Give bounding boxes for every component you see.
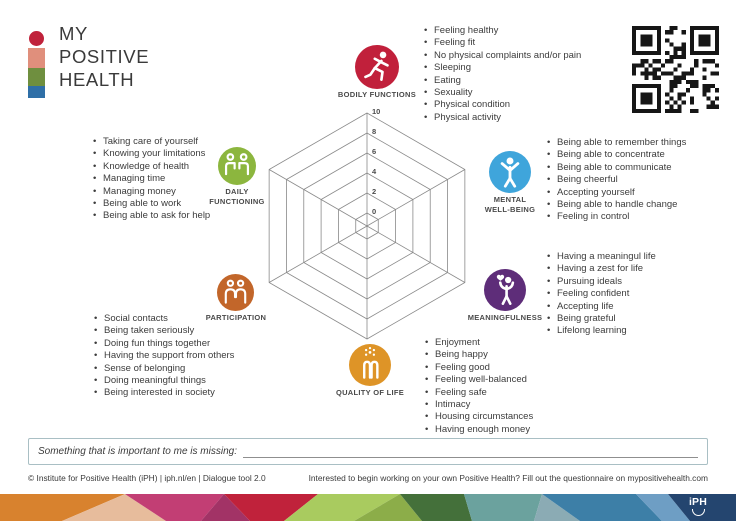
list-item: Being able to remember things bbox=[546, 137, 731, 150]
list-item: Pursuing ideals bbox=[546, 276, 711, 289]
list-item: Housing circumstances bbox=[424, 411, 589, 424]
bodily-functions-list: Feeling healthyFeeling fitNo physical co… bbox=[423, 25, 633, 125]
list-item: Sense of belonging bbox=[93, 363, 273, 376]
participation-circle bbox=[217, 274, 254, 311]
list-item: Feeling good bbox=[424, 362, 589, 375]
iph-logo-smile-icon bbox=[691, 509, 705, 516]
list-item: Feeling confident bbox=[546, 288, 711, 301]
list-item: Intimacy bbox=[424, 399, 589, 412]
list-item: Being cheerful bbox=[546, 174, 731, 187]
svg-text:6: 6 bbox=[372, 147, 376, 156]
list-item: Having enough money bbox=[424, 424, 589, 437]
list-item: Being able to ask for help bbox=[92, 210, 237, 223]
list-item: No physical complaints and/or pain bbox=[423, 50, 633, 63]
bodily-functions-circle bbox=[355, 45, 399, 89]
list-item: Taking care of yourself bbox=[92, 136, 237, 149]
svg-text:4: 4 bbox=[372, 167, 377, 176]
list-item: Having the support from others bbox=[93, 350, 273, 363]
list-item: Having a meaningul life bbox=[546, 251, 711, 264]
list-item: Feeling well-balanced bbox=[424, 374, 589, 387]
list-item: Being taken seriously bbox=[93, 325, 273, 338]
iph-logo: iPH bbox=[684, 497, 712, 516]
list-item: Feeling fit bbox=[423, 37, 633, 50]
quality-of-life-circle bbox=[349, 344, 391, 386]
missing-input-line[interactable] bbox=[242, 445, 698, 458]
missing-note-box: Something that is important to me is mis… bbox=[28, 438, 708, 465]
participation-list: Social contactsBeing taken seriouslyDoin… bbox=[93, 313, 273, 400]
daily-functioning-list: Taking care of yourselfKnowing your limi… bbox=[92, 136, 237, 223]
meaningfulness-circle bbox=[484, 269, 526, 311]
mental-wellbeing-label: MENTAL WELL-BEING bbox=[484, 195, 536, 214]
list-item: Managing money bbox=[92, 186, 237, 199]
list-item: Sleeping bbox=[423, 62, 633, 75]
list-item: Managing time bbox=[92, 173, 237, 186]
list-item: Feeling in control bbox=[546, 211, 731, 224]
list-item: Being interested in society bbox=[93, 387, 273, 400]
list-item: Knowledge of health bbox=[92, 161, 237, 174]
svg-text:2: 2 bbox=[372, 187, 376, 196]
logo-line-1: MY bbox=[59, 23, 88, 44]
logo-dot-icon bbox=[29, 31, 44, 46]
logo-line-3: HEALTH bbox=[59, 69, 135, 90]
footer-questionnaire-note: Interested to begin working on your own … bbox=[308, 473, 708, 483]
bodily-functions-label: BODILY FUNCTIONS bbox=[337, 90, 417, 99]
footer-copyright: © Institute for Positive Health (iPH) | … bbox=[28, 473, 266, 483]
qr-code bbox=[632, 26, 719, 113]
list-item: Feeling safe bbox=[424, 387, 589, 400]
list-item: Sexuality bbox=[423, 87, 633, 100]
list-item: Being able to handle change bbox=[546, 199, 731, 212]
logo-line-2: POSITIVE bbox=[59, 46, 150, 67]
list-item: Enjoyment bbox=[424, 337, 589, 350]
person-under-sun-icon bbox=[363, 346, 379, 379]
list-item: Feeling healthy bbox=[423, 25, 633, 38]
person-arms-raised-icon bbox=[500, 157, 520, 188]
list-item: Knowing your limitations bbox=[92, 148, 237, 161]
list-item: Being grateful bbox=[546, 313, 711, 326]
list-item: Social contacts bbox=[93, 313, 273, 326]
list-item: Doing fun things together bbox=[93, 338, 273, 351]
footer-mosaic bbox=[0, 494, 736, 521]
list-item: Lifelong learning bbox=[546, 325, 711, 338]
list-item: Being able to concentrate bbox=[546, 149, 731, 162]
missing-note-label: Something that is important to me is mis… bbox=[38, 446, 237, 457]
logo-i-bar-icon bbox=[28, 48, 45, 98]
quality-of-life-label: QUALITY OF LIFE bbox=[335, 388, 405, 397]
list-item: Physical condition bbox=[423, 99, 633, 112]
list-item: Eating bbox=[423, 75, 633, 88]
running-person-icon bbox=[364, 51, 389, 81]
list-item: Physical activity bbox=[423, 112, 633, 125]
svg-text:10: 10 bbox=[372, 107, 380, 116]
iph-logo-text: iPH bbox=[688, 496, 708, 508]
meaningfulness-list: Having a meaningul lifeHaving a zest for… bbox=[546, 251, 711, 338]
list-item: Accepting life bbox=[546, 301, 711, 314]
meaningfulness-label: MEANINGFULNESS bbox=[467, 313, 543, 322]
list-item: Having a zest for life bbox=[546, 263, 711, 276]
two-people-icon bbox=[224, 279, 247, 304]
mental-wellbeing-circle bbox=[489, 151, 531, 193]
quality-of-life-list: EnjoymentBeing happyFeeling goodFeeling … bbox=[424, 337, 589, 437]
person-with-heart-icon bbox=[496, 274, 515, 305]
list-item: Being able to work bbox=[92, 198, 237, 211]
mental-wellbeing-list: Being able to remember thingsBeing able … bbox=[546, 137, 731, 224]
svg-text:0: 0 bbox=[372, 207, 376, 216]
list-item: Doing meaningful things bbox=[93, 375, 273, 388]
list-item: Being happy bbox=[424, 349, 589, 362]
radar-chart: 0 2 4 6 8 10 bbox=[268, 107, 466, 340]
list-item: Accepting yourself bbox=[546, 187, 731, 200]
list-item: Being able to communicate bbox=[546, 162, 731, 175]
svg-text:8: 8 bbox=[372, 127, 376, 136]
logo-text: MY POSITIVE HEALTH bbox=[59, 22, 149, 91]
